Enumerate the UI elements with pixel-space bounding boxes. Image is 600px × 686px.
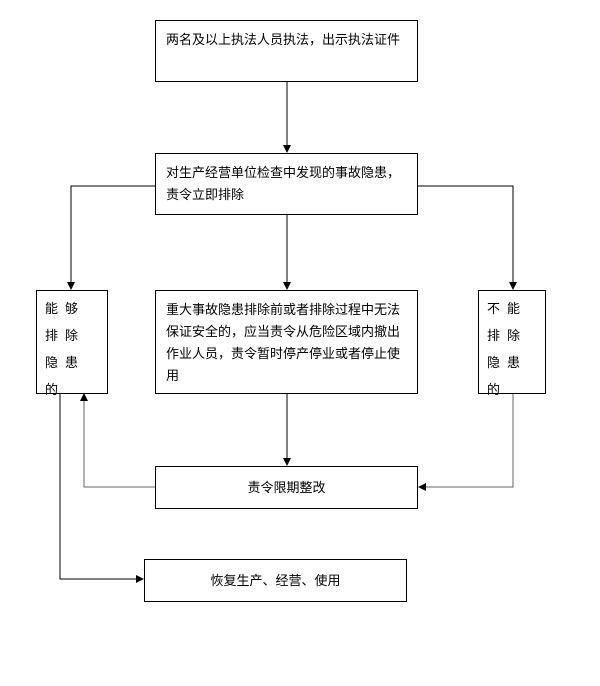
- arrow-rectify-to-left: [80, 393, 155, 488]
- arrow-left-to-resume: [59, 393, 144, 583]
- rectify-box: 责令限期整改: [155, 466, 418, 509]
- arrow-step2-to-right: [418, 185, 517, 290]
- arrow-right-to-rectify: [418, 393, 514, 491]
- branch-center-text: 重大事故隐患排除前或者排除过程中无法保证安全的，应当责令从危险区域内撤出作业人员…: [166, 302, 401, 383]
- branch-center-box: 重大事故隐患排除前或者排除过程中无法保证安全的，应当责令从危险区域内撤出作业人员…: [155, 290, 418, 394]
- step1-text: 两名及以上执法人员执法，出示执法证件: [166, 32, 401, 47]
- resume-text: 恢复生产、经营、使用: [210, 572, 341, 588]
- arrow-step2-to-left: [67, 185, 155, 290]
- branch-left-text: 能够排除隐患的: [45, 301, 86, 397]
- rectify-text: 责令限期整改: [247, 479, 326, 495]
- step2-text: 对生产经营单位检查中发现的事故隐患，责令立即排除: [166, 165, 401, 202]
- branch-right-text: 不能排除隐患的: [487, 301, 528, 397]
- step2-box: 对生产经营单位检查中发现的事故隐患，责令立即排除: [155, 153, 418, 215]
- resume-box: 恢复生产、经营、使用: [144, 559, 407, 602]
- step1-box: 两名及以上执法人员执法，出示执法证件: [155, 20, 418, 82]
- branch-left-box: 能够排除隐患的: [36, 290, 108, 397]
- branch-right-box: 不能排除隐患的: [478, 290, 546, 397]
